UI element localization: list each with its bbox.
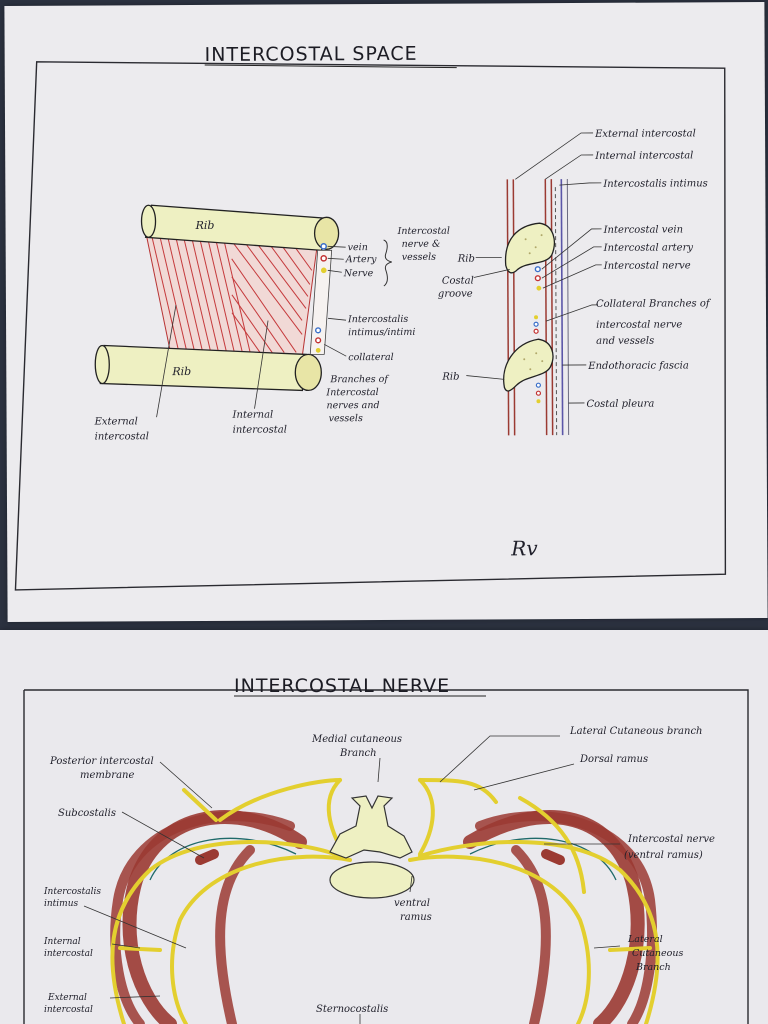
label-external-2: intercostal: [95, 431, 149, 442]
label-intimus-bottom-2: intimus: [44, 899, 79, 909]
label-intercostal-nerve-2: (ventral ramus): [624, 850, 703, 861]
label-sternocostalis: Sternocostalis: [316, 1004, 388, 1015]
vein-dot: [320, 242, 328, 250]
muscle-layers: [110, 810, 657, 1024]
label-endothoracic-fascia: Endothoracic fascia: [587, 360, 689, 372]
internal-intercostal-fibers: [231, 240, 313, 353]
endothoracic-fascia-line: [560, 179, 564, 436]
cross-section-labels: External intercostal Internal intercosta…: [438, 128, 712, 410]
external-intercostal-fibers: [151, 235, 251, 353]
label-collateral-4: nerves and: [326, 400, 379, 411]
label-intercostalis-intimus: Intercostalis intimus: [602, 178, 708, 190]
nerve-dot: [320, 267, 327, 274]
label-costal-1: Costal: [442, 276, 474, 287]
page-title: INTERCOSTAL SPACE: [205, 43, 418, 66]
label-intercostal-nerve-1: Intercostal nerve: [627, 834, 715, 845]
label-lateral-cutaneous-branch: Lateral Cutaneous branch: [569, 726, 703, 737]
cross-section-rib-upper: [504, 222, 555, 274]
cross-section-diagram: [503, 179, 570, 436]
drawing-frame: [14, 61, 727, 591]
label-collateral-right-3: and vessels: [596, 336, 654, 347]
dorsal-ramus-right: [418, 778, 498, 804]
muscle-sheet: [144, 230, 319, 357]
label-costal-pleura: Costal pleura: [586, 399, 654, 410]
vertebra: [329, 795, 415, 899]
label-lateral-bottom-3: Branch: [635, 962, 671, 973]
vertebral-body: [329, 861, 415, 899]
label-collateral-right-1: Collateral Branches of: [596, 298, 712, 310]
cross-section-leaders: [466, 132, 602, 404]
label-internal-2: intercostal: [233, 425, 287, 436]
label-intimus-bottom-1: Intercostalis: [43, 887, 101, 897]
label-bundle-3: vessels: [402, 252, 436, 263]
label-external-intercostal: External intercostal: [594, 128, 696, 140]
label-internal-bottom-2: intercostal: [44, 949, 93, 959]
label-external-bottom-1: External: [47, 993, 87, 1003]
label-collateral-2: Branches of: [329, 374, 389, 385]
bottom-leaders: [83, 735, 621, 1024]
label-intimus-2: intimus/intimi: [348, 327, 415, 338]
label-internal-intercostal: Internal intercostal: [594, 150, 693, 162]
label-intimus-1: Intercostalis: [347, 314, 408, 325]
label-lateral-bottom-1: Lateral: [627, 934, 663, 945]
intercostal-space-drawing: INTERCOSTAL SPACE: [14, 43, 727, 591]
label-collateral-3: Intercostal: [325, 387, 378, 398]
label-dorsal-ramus: Dorsal ramus: [579, 754, 648, 765]
top-notebook-page: INTERCOSTAL SPACE: [4, 2, 768, 622]
label-artery: Artery: [345, 254, 377, 265]
label-medial-1: Medial cutaneous: [311, 734, 402, 745]
artery-dot: [320, 254, 328, 262]
label-intercostal-artery: Intercostal artery: [603, 242, 694, 253]
lower-rib-cross-section: [294, 353, 322, 392]
label-external-bottom-2: intercostal: [44, 1005, 93, 1015]
upper-rib-cross-section: [313, 216, 340, 250]
bundle-brace: [383, 239, 392, 287]
label-ventral-1: ventral: [394, 898, 430, 909]
label-collateral-right-2: intercostal nerve: [596, 319, 682, 330]
label-internal-1: Internal: [232, 410, 274, 421]
label-posterior-1: Posterior intercostal: [49, 756, 154, 767]
intercostal-nerves: [110, 778, 660, 1024]
label-costal-2: groove: [438, 289, 473, 300]
label-intercostal-vein: Intercostal vein: [603, 224, 683, 235]
title-underline: [204, 64, 457, 69]
lateral-branch-left: [218, 778, 342, 822]
label-internal-bottom-1: Internal: [43, 937, 81, 947]
label-cross-rib-lower: Rib: [441, 372, 459, 383]
label-rib-lower: Rib: [171, 365, 191, 378]
label-lateral-bottom-2: Cutaneous: [632, 948, 683, 959]
label-bundle-2: nerve &: [402, 239, 441, 250]
intercostal-nerve-drawing: INTERCOSTAL NERVE: [23, 675, 749, 1024]
label-external-1: External: [94, 416, 138, 427]
posterior-intercostal-membrane: [149, 837, 617, 881]
label-collateral-5: vessels: [329, 413, 363, 424]
label-vein: vein: [348, 242, 368, 253]
label-subcostalis: Subcostalis: [58, 808, 116, 819]
label-medial-2: Branch: [339, 748, 377, 759]
label-collateral-1: collateral: [348, 352, 394, 363]
rib-block-diagram: [94, 204, 340, 392]
label-bundle-1: Intercostal: [397, 226, 450, 237]
intercostalis-intimus-strip: [309, 249, 333, 355]
cross-artery-dot: [534, 275, 541, 282]
label-intercostal-nerve: Intercostal nerve: [603, 260, 691, 271]
label-ventral-2: ramus: [400, 912, 432, 923]
signature: Rv: [510, 536, 538, 560]
cross-vein-dot: [534, 266, 541, 273]
cross-nerve-dot: [536, 285, 542, 291]
left-diagram-labels: Rib Rib vein Artery Nerve Intercostal ne…: [94, 219, 450, 443]
drawing-frame-bottom: [23, 689, 749, 1024]
page-title-bottom: INTERCOSTAL NERVE: [234, 675, 450, 697]
label-posterior-2: membrane: [80, 770, 134, 781]
cross-section-rib-lower: [503, 338, 554, 392]
bottom-notebook-page: INTERCOSTAL NERVE: [0, 630, 768, 1024]
label-cross-rib-upper: Rib: [457, 254, 475, 265]
bottom-labels: Medial cutaneous Branch Lateral Cutaneou…: [43, 726, 715, 1015]
label-rib-upper: Rib: [195, 219, 215, 232]
label-nerve: Nerve: [343, 268, 374, 279]
